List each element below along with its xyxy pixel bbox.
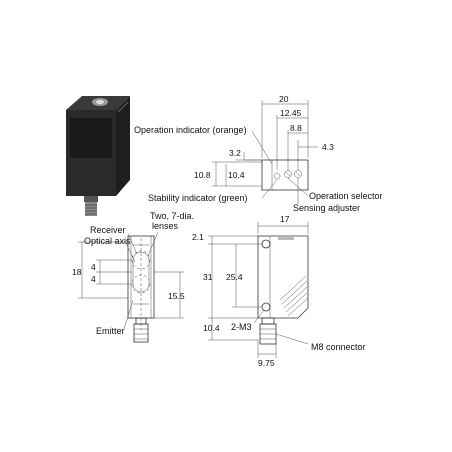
dim-top-h2: 10.4 (228, 170, 245, 180)
dim-top-d1: 12.45 (280, 108, 302, 118)
label-receiver: Receiver (90, 225, 126, 235)
top-view (212, 100, 318, 191)
dim-front-h-total: 18 (72, 267, 82, 277)
side-view (208, 222, 309, 358)
dim-side-connector-w: 9.75 (258, 358, 275, 368)
label-emitter: Emitter (96, 326, 125, 336)
label-stability-indicator: Stability indicator (green) (148, 193, 248, 203)
dim-top-width: 20 (279, 94, 289, 104)
dim-front-h-a: 4 (91, 262, 96, 272)
label-connector: M8 connector (311, 342, 366, 352)
dim-side-h-total: 31 (203, 272, 213, 282)
label-operation-selector: Operation selector (309, 191, 383, 201)
label-lenses-line1: Two, 7-dia. (150, 211, 194, 221)
label-operation-indicator: Operation indicator (orange) (134, 125, 247, 135)
dim-side-top-offset: 2.1 (192, 232, 204, 242)
dim-side-h-hole: 25.4 (226, 272, 243, 282)
label-sensing-adjuster: Sensing adjuster (293, 203, 360, 213)
dim-top-d2: 8.8 (290, 123, 302, 133)
dim-top-h1: 10.8 (194, 170, 211, 180)
dim-side-width: 17 (280, 214, 290, 224)
product-photo (66, 96, 130, 216)
dim-front-h-c: 15.5 (168, 291, 185, 301)
dim-side-bottom: 10.4 (203, 323, 220, 333)
dim-front-h-b: 4 (91, 274, 96, 284)
label-optical-axis: Optical axis (84, 236, 131, 246)
dim-top-d4: 3.2 (229, 148, 241, 158)
dim-top-d3: 4.3 (322, 142, 334, 152)
label-lenses-line2: lenses (152, 221, 179, 231)
label-mount-holes: 2-M3 (231, 322, 252, 332)
front-view (78, 231, 184, 343)
